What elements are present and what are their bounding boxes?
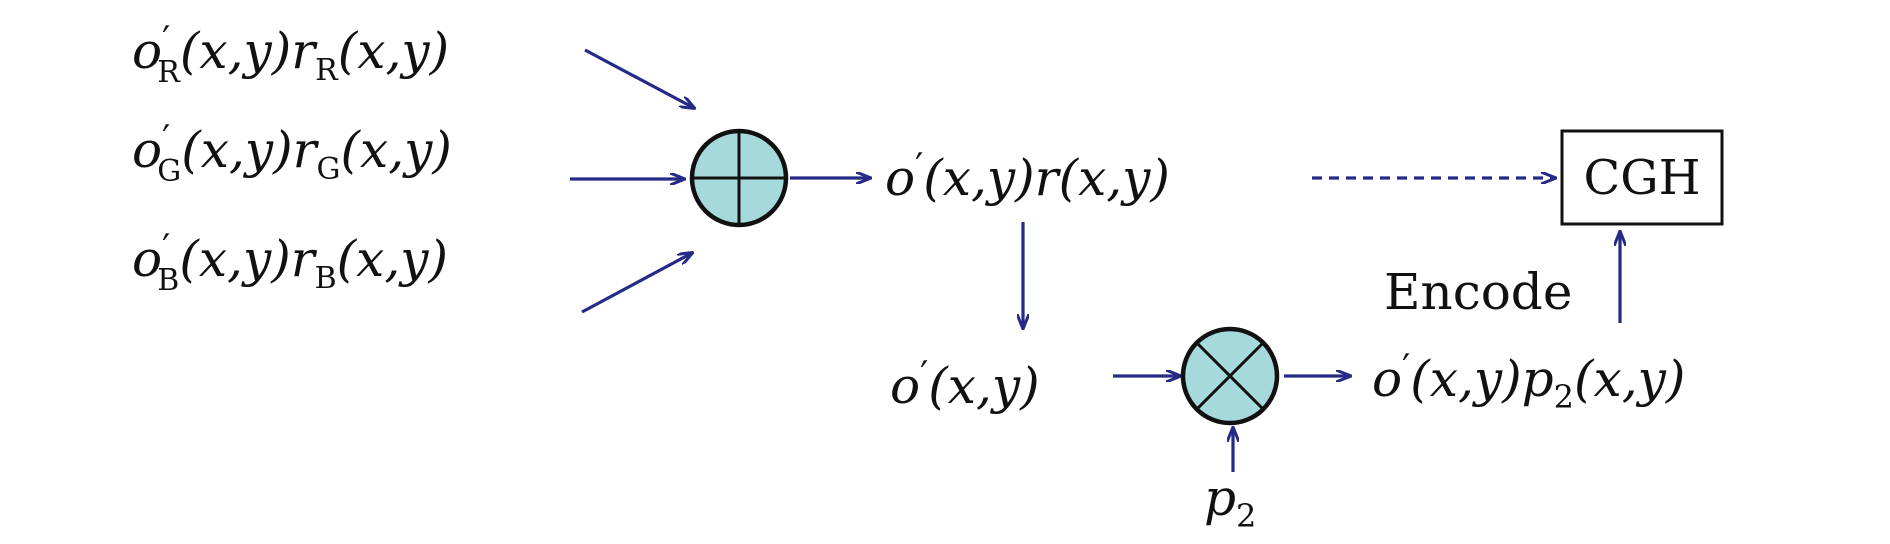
arrow-red-to-adder xyxy=(584,48,694,108)
circle-times-icon xyxy=(1180,326,1280,426)
cgh-label: CGH xyxy=(1584,150,1701,206)
object-field-label: o′(x,y) xyxy=(890,355,1040,415)
phase-factor-label: p2 xyxy=(1204,469,1256,535)
product-result-label: o′(x,y)p2(x,y) xyxy=(1372,348,1685,416)
circle-plus-icon xyxy=(689,128,789,228)
sum-result-label: o′(x,y)r(x,y) xyxy=(885,147,1170,207)
cgh-box: CGH xyxy=(1560,129,1724,226)
input-blue-label: o′B(x,y)rB(x,y) xyxy=(132,228,448,298)
input-green-label: o′G(x,y)rG(x,y) xyxy=(132,119,452,189)
arrow-blue-to-adder xyxy=(581,253,692,314)
input-red-label: o′R(x,y)rR(x,y) xyxy=(132,20,449,90)
encode-label: Encode xyxy=(1384,263,1572,321)
